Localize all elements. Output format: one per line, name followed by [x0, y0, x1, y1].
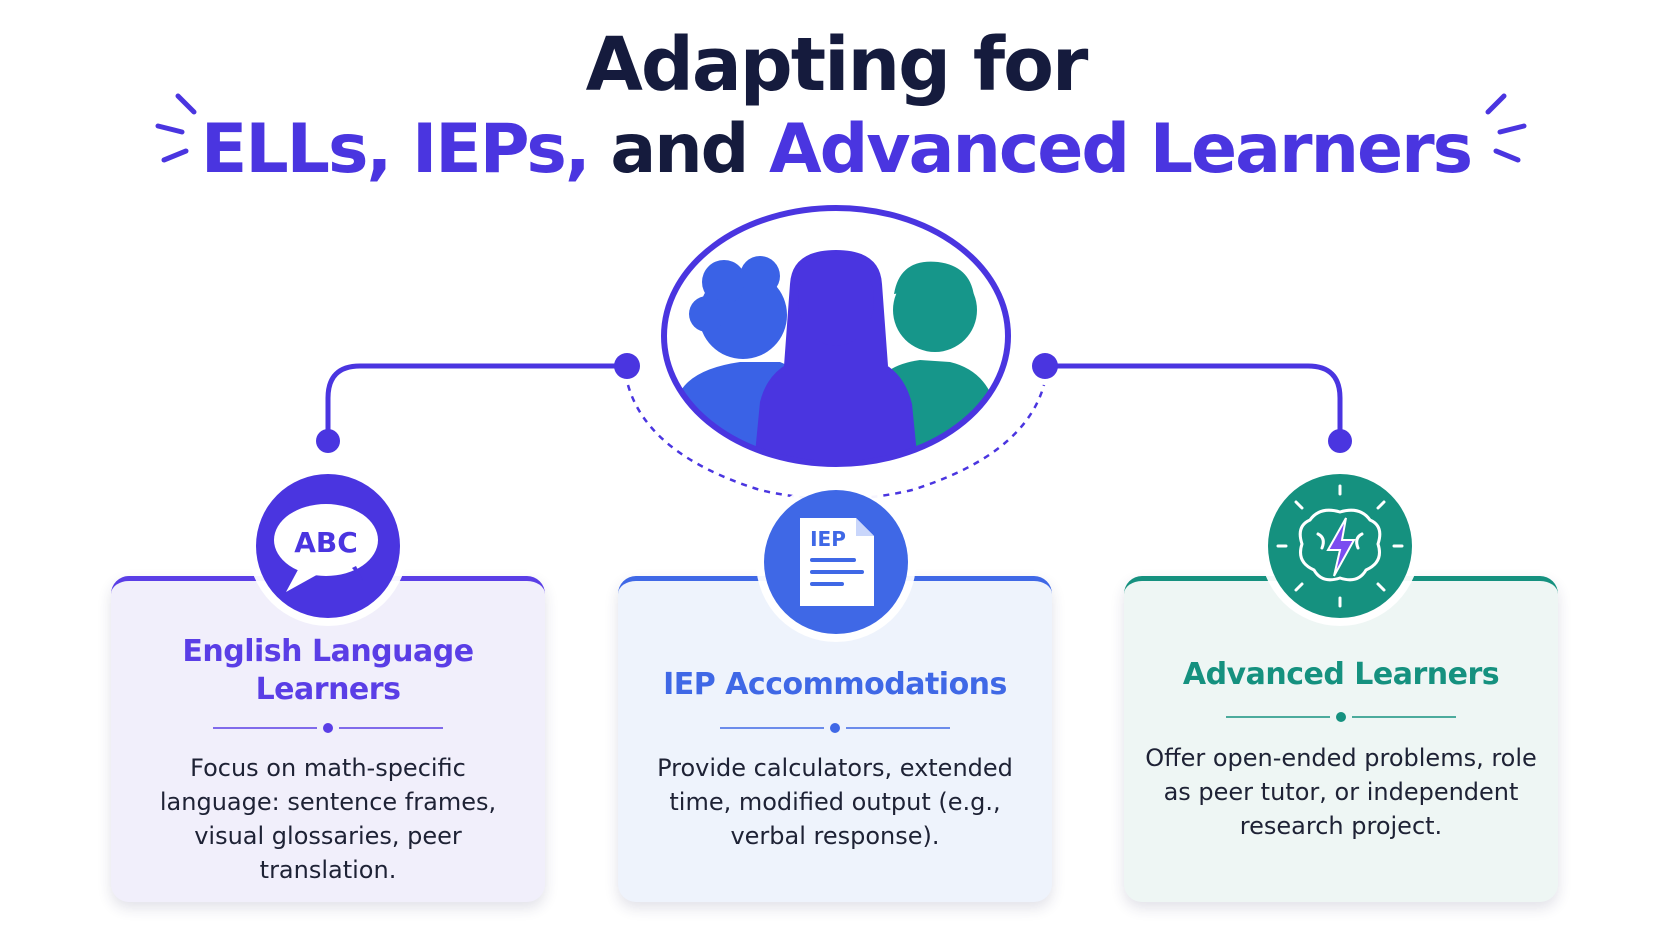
sparkle-right-icon: [1485, 93, 1527, 163]
card-title: IEP Accommodations: [663, 667, 1007, 702]
card-description: Focus on math-specific language: sentenc…: [159, 754, 497, 884]
title-and: and: [588, 110, 769, 189]
title-advanced-learners: Advanced Learners: [769, 110, 1473, 189]
title-ells-ieps: ELLs, IEPs,: [200, 110, 591, 189]
card-title: Advanced Learners: [1182, 657, 1500, 692]
card-advanced-learners: Advanced Learners Offer open-ended probl…: [1124, 576, 1558, 902]
card-iep-accommodations: IEP Accommodations Provide calculators, …: [618, 576, 1052, 902]
card-divider: [1226, 712, 1456, 722]
card-title-line: Learners: [255, 672, 401, 707]
card-english-language-learners: English Language Learners Focus on math-…: [111, 576, 545, 902]
connector-dot: [1328, 429, 1352, 453]
title-line-2: ELLs, IEPs, and Advanced Learners: [0, 110, 1672, 189]
sparkle-left-icon: [155, 93, 197, 163]
connector-right: [1045, 363, 1343, 440]
connector-dot: [316, 429, 340, 453]
card-divider: [720, 723, 950, 733]
connector-dot: [1032, 353, 1058, 379]
card-title-line: English Language: [182, 634, 474, 669]
students-group-icon: [661, 205, 1011, 467]
connector-dot: [614, 353, 640, 379]
connector-left: [325, 363, 627, 440]
card-description: Provide calculators, extended time, modi…: [657, 754, 1013, 850]
card-divider: [213, 723, 443, 733]
card-description: Offer open-ended problems, role as peer …: [1145, 744, 1537, 840]
title-line-1: Adapting for: [585, 22, 1089, 108]
card-title: English Language Learners: [111, 633, 545, 709]
